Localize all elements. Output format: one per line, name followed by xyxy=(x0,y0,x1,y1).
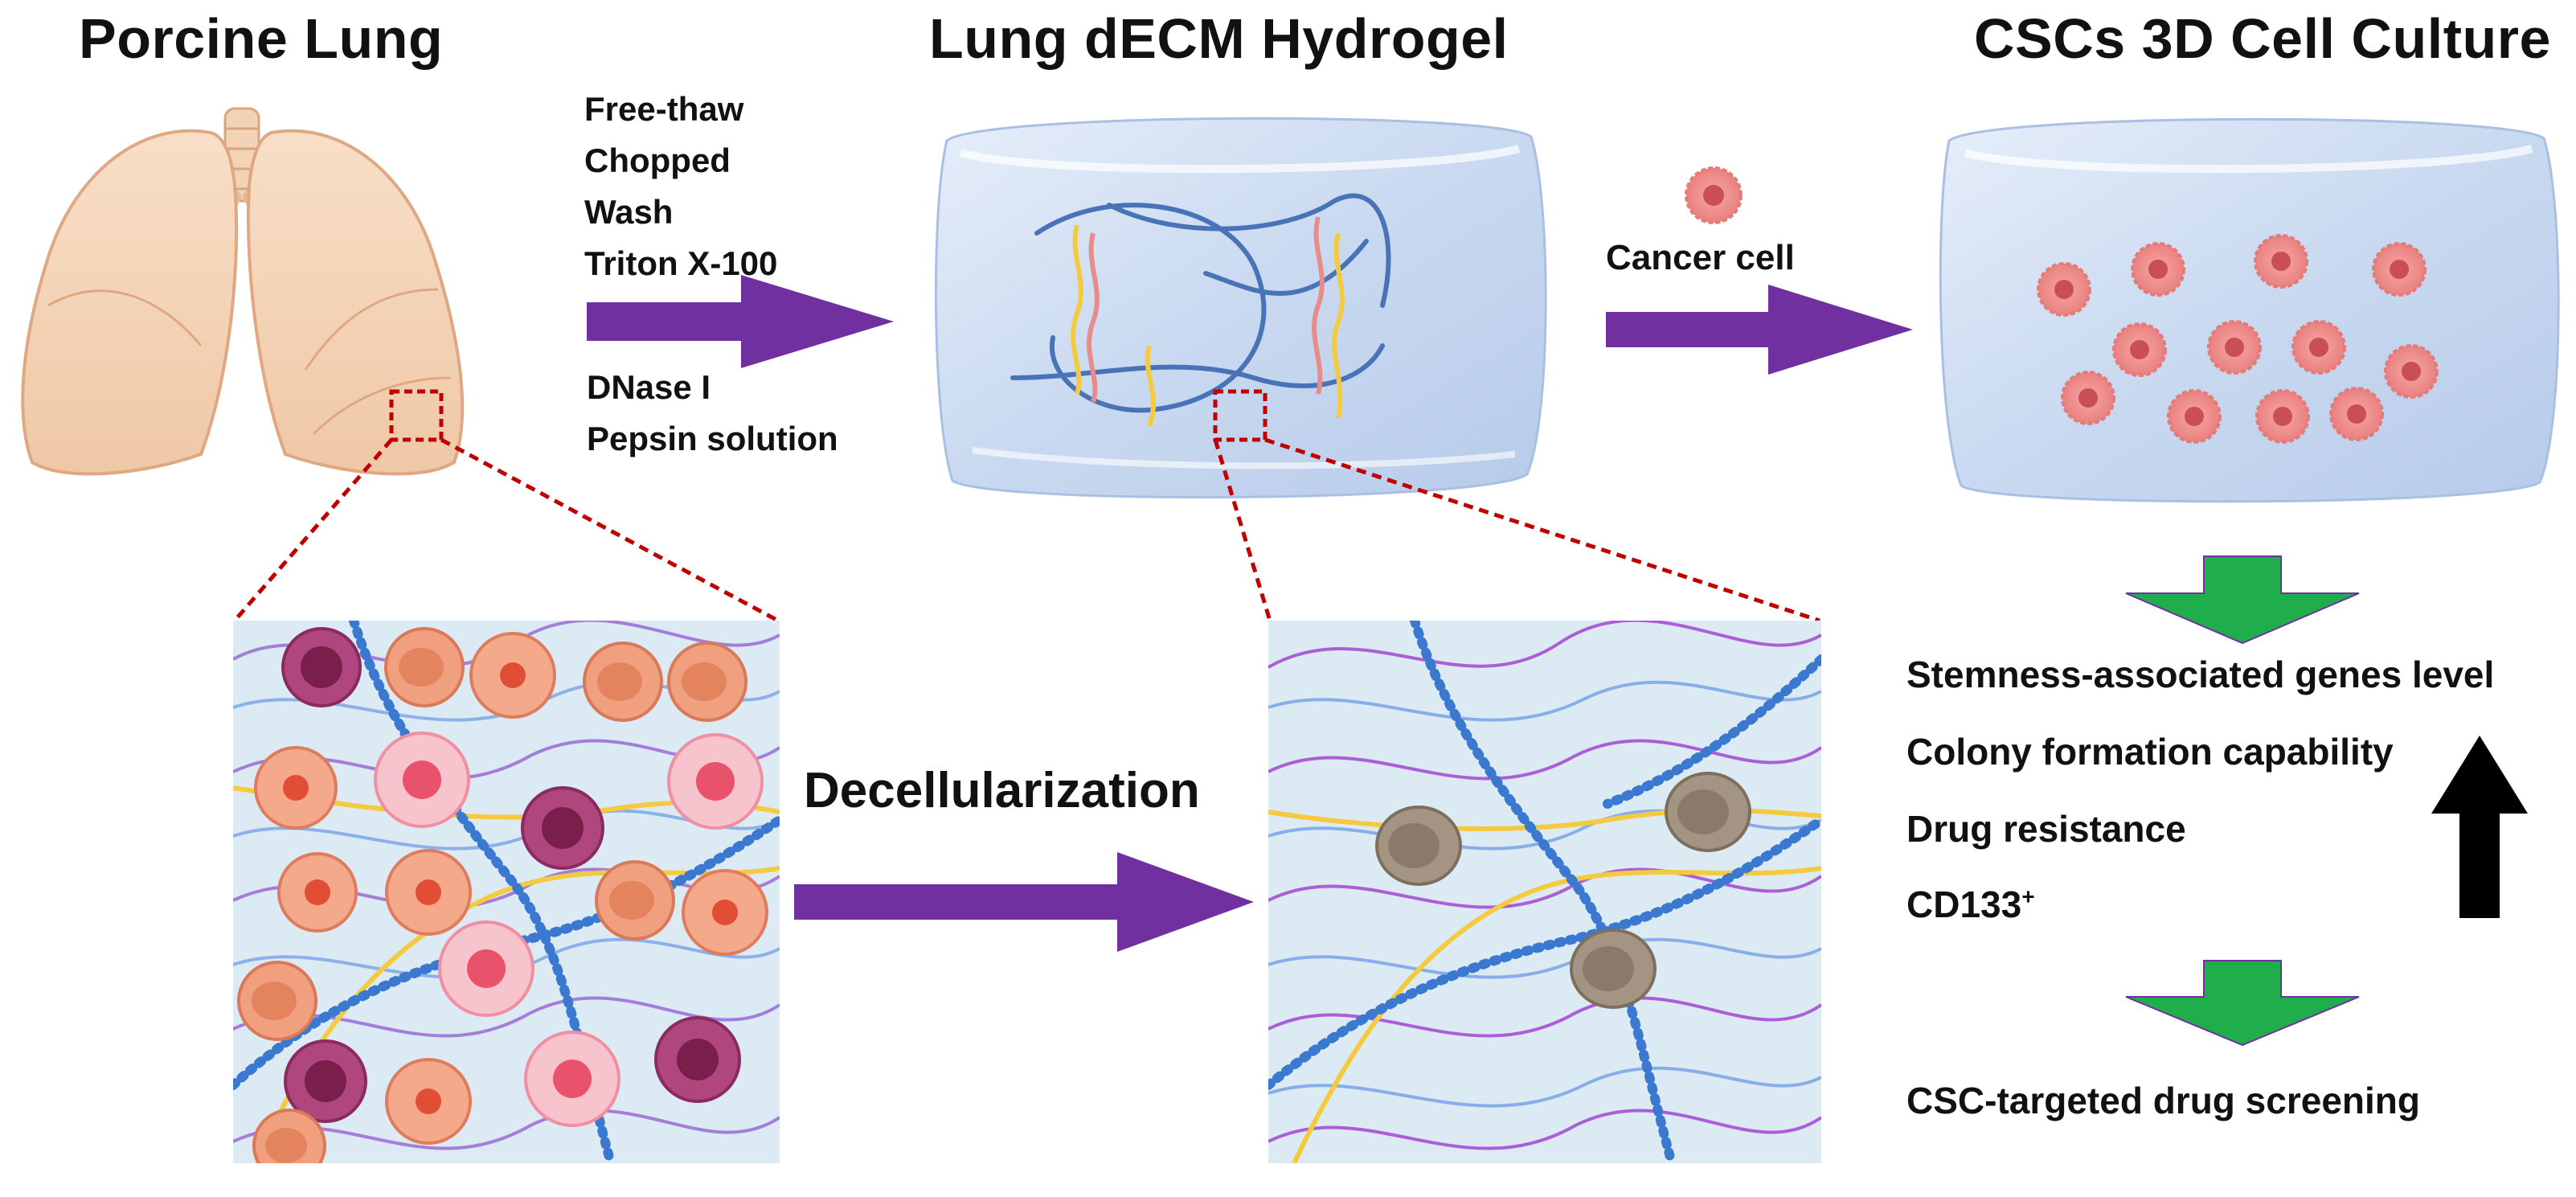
outcome-cd133: CD133+ xyxy=(1906,883,2035,926)
hydrogel-cube-icon xyxy=(934,117,1547,499)
cancer-cell-icon xyxy=(1685,166,1743,224)
green-down-arrow-2 xyxy=(2125,960,2360,1047)
zoom-line-left-b xyxy=(440,437,780,623)
cd133-sup: + xyxy=(2021,883,2035,909)
title-cscs-3d-culture: CSCs 3D Cell Culture xyxy=(1974,7,2551,70)
cd133-text: CD133 xyxy=(1906,883,2022,925)
outcome-colony: Colony formation capability xyxy=(1906,731,2394,773)
up-arrow-black xyxy=(2431,736,2528,918)
cancer-cell-arrow xyxy=(1606,285,1913,375)
title-lung-decm-hydrogel: Lung dECM Hydrogel xyxy=(929,7,1509,70)
outcome-screening: CSC-targeted drug screening xyxy=(1906,1080,2420,1121)
step-chopped: Chopped xyxy=(584,141,731,179)
native-tissue-icon xyxy=(233,621,780,1163)
title-porcine-lung: Porcine Lung xyxy=(79,7,444,70)
decellularized-matrix-icon xyxy=(1268,621,1821,1163)
zoom-line-right-b xyxy=(1264,437,1820,623)
outcome-stemness: Stemness-associated genes level xyxy=(1906,654,2495,695)
step-free-thaw: Free-thaw xyxy=(584,90,744,128)
process-arrow xyxy=(587,275,894,368)
decellularization-arrow xyxy=(794,852,1254,952)
green-down-arrow-1 xyxy=(2125,555,2360,645)
outcome-drug-resistance: Drug resistance xyxy=(1906,808,2186,850)
lung-icon xyxy=(21,107,465,476)
decellularization-label: Decellularization xyxy=(804,763,1200,818)
zoom-line-left-a xyxy=(233,438,393,622)
step-triton: Triton X-100 xyxy=(584,244,778,282)
step-pepsin: Pepsin solution xyxy=(587,420,838,457)
cancer-cell-label: Cancer cell xyxy=(1606,238,1795,277)
culture-cube-icon xyxy=(1939,117,2560,503)
step-wash: Wash xyxy=(584,193,674,231)
step-dnase: DNase I xyxy=(587,368,711,406)
